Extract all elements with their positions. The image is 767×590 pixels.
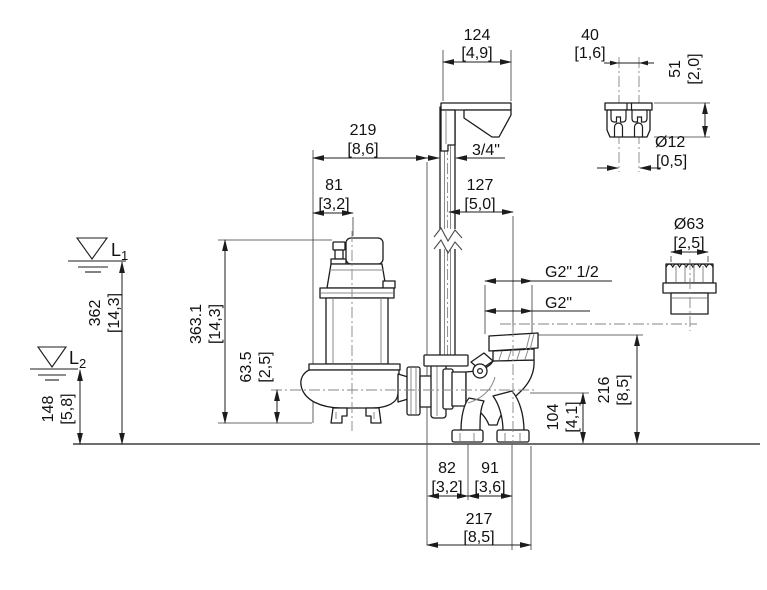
svg-text:[3,6]: [3,6] — [474, 479, 505, 496]
svg-text:[2,0]: [2,0] — [686, 53, 703, 84]
extension-lines — [218, 50, 710, 550]
svg-text:148: 148 — [40, 396, 57, 423]
svg-text:217: 217 — [466, 511, 493, 528]
discharge-elbow — [442, 332, 539, 443]
svg-text:[4,1]: [4,1] — [564, 401, 581, 432]
dim-foot-spacing-rear: 91 [3,6] — [474, 460, 505, 496]
svg-text:[3,2]: [3,2] — [431, 479, 462, 496]
union-fitting-detail — [662, 263, 717, 315]
svg-text:362: 362 — [87, 300, 104, 327]
svg-text:[8,5]: [8,5] — [615, 374, 632, 405]
dim-clamp-hole-dia: Ø12 [0,5] — [655, 134, 687, 170]
svg-text:[0,5]: [0,5] — [656, 153, 687, 170]
dimension-labels: 124 [4,9] 40 [1,6] 51 [2,0] Ø12 [0,5] 21… — [40, 27, 705, 546]
dim-pipe-to-outlet-axis: 127 [5,0] — [464, 177, 495, 213]
svg-text:219: 219 — [350, 122, 377, 139]
svg-text:[2,5]: [2,5] — [673, 235, 704, 252]
volute-flange — [308, 363, 401, 371]
svg-text:[14,3]: [14,3] — [207, 304, 224, 344]
lifting-eye — [472, 363, 488, 379]
svg-text:[5,8]: [5,8] — [59, 393, 76, 424]
pipe-break-icon — [433, 226, 463, 255]
submersible-pump — [300, 237, 409, 424]
svg-text:[2,5]: [2,5] — [257, 351, 274, 382]
svg-text:[14,3]: [14,3] — [106, 293, 123, 333]
water-level-1-icon — [68, 237, 126, 273]
svg-text:Ø63: Ø63 — [674, 216, 704, 233]
motor-body — [325, 297, 389, 365]
motor-upper-housing — [326, 263, 387, 289]
dim-rail-offset: 219 [8,6] — [347, 122, 378, 158]
svg-text:[5,0]: [5,0] — [464, 196, 495, 213]
svg-text:40: 40 — [581, 27, 599, 44]
dim-pump-rear-to-axis: 81 [3,2] — [318, 177, 349, 213]
svg-text:63.5: 63.5 — [238, 351, 255, 382]
svg-text:[3,2]: [3,2] — [318, 196, 349, 213]
svg-text:91: 91 — [481, 460, 499, 477]
dim-union-dia: Ø63 [2,5] — [673, 216, 704, 252]
centerlines — [271, 231, 697, 442]
dim-pump-height: 363.1 [14,3] — [188, 304, 224, 344]
coupling-claw — [406, 354, 469, 419]
dim-outlet-flange-height: 216 [8,5] — [596, 374, 632, 405]
dim-clamp-height: 51 [2,0] — [667, 53, 703, 84]
svg-text:81: 81 — [325, 177, 343, 194]
motor-cable-gland — [330, 241, 347, 265]
svg-text:363.1: 363.1 — [188, 304, 205, 344]
svg-text:127: 127 — [467, 177, 494, 194]
dim-outlet-axis-to-base: 63.5 [2,5] — [238, 351, 274, 382]
elbow-outlet-flange — [488, 332, 539, 352]
svg-text:124: 124 — [464, 27, 491, 44]
dim-clamp-width: 40 [1,6] — [574, 27, 605, 62]
svg-text:104: 104 — [545, 404, 562, 431]
svg-text:[1,6]: [1,6] — [574, 45, 605, 62]
svg-text:[8,5]: [8,5] — [463, 529, 494, 546]
dim-bracket-width: 124 [4,9] — [461, 27, 492, 62]
label-water-level-1: L1 — [111, 240, 128, 263]
svg-text:216: 216 — [596, 377, 613, 404]
dim-level1-depth: 362 [14,3] — [87, 293, 123, 333]
label-thread-upper: G2" 1/2 — [545, 264, 599, 281]
svg-text:[4,9]: [4,9] — [461, 45, 492, 62]
svg-text:82: 82 — [438, 460, 456, 477]
dim-outlet-axis-height: 104 [4,1] — [545, 401, 581, 432]
svg-text:[8,6]: [8,6] — [347, 141, 378, 158]
label-pipe-thread: 3/4" — [472, 142, 500, 159]
pump-volute — [300, 369, 400, 409]
dim-base-length: 217 [8,5] — [463, 511, 494, 546]
guide-rail-bracket — [440, 102, 512, 152]
svg-text:Ø12: Ø12 — [655, 134, 685, 151]
elbow-front-foot — [451, 429, 484, 443]
label-water-level-2: L2 — [69, 348, 86, 371]
claw-top-plate — [423, 354, 469, 367]
label-thread-lower: G2" — [545, 295, 572, 312]
cable-clamp-detail — [604, 102, 653, 138]
water-level-2-icon — [30, 346, 78, 381]
dim-level2-depth: 148 [5,8] — [40, 393, 76, 424]
pump-foot — [330, 407, 348, 424]
svg-text:51: 51 — [667, 60, 684, 78]
dimension-lines — [77, 59, 709, 548]
dim-foot-spacing-front: 82 [3,2] — [431, 460, 462, 496]
